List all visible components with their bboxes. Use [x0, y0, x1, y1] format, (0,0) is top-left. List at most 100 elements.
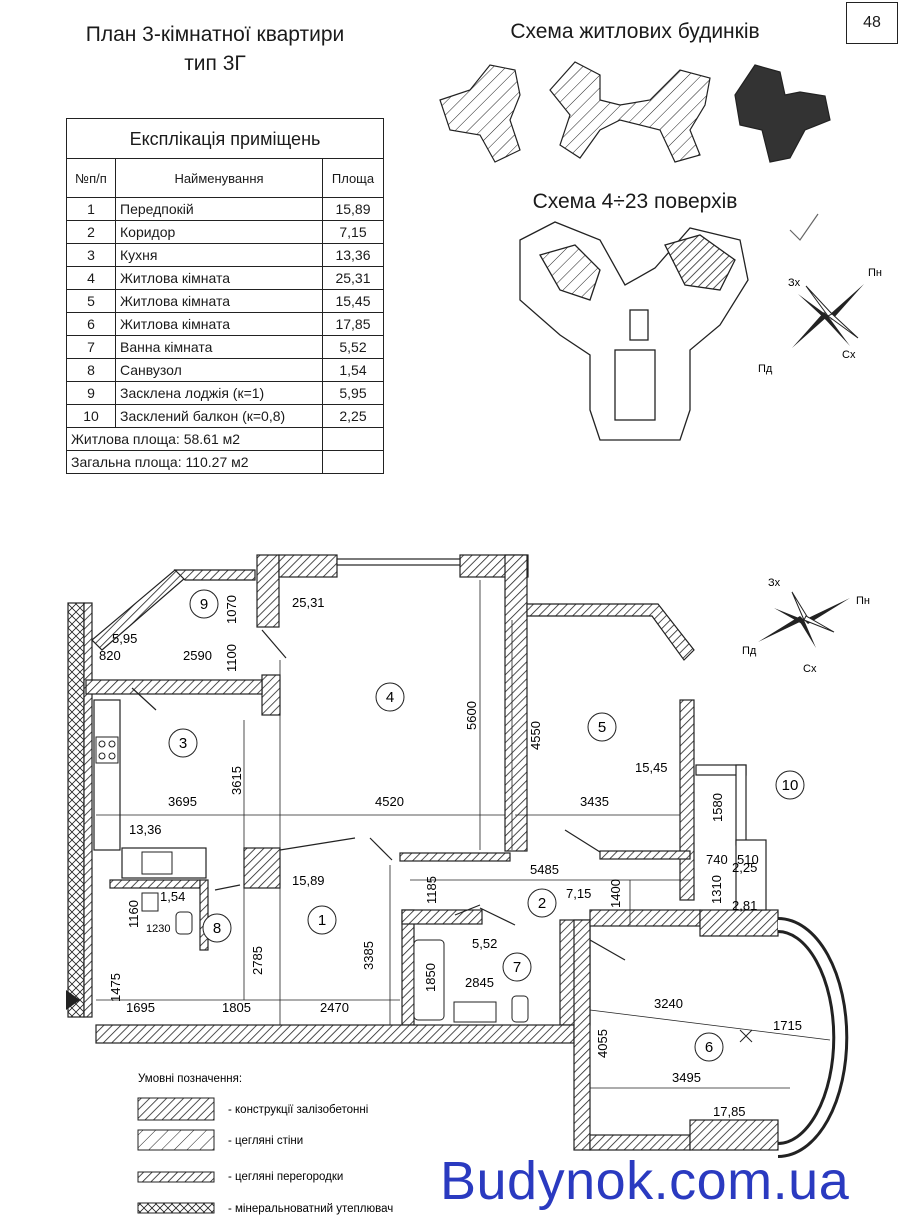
- header-name: Найменування: [115, 158, 323, 198]
- row-area: 7,15: [322, 220, 384, 244]
- compass-rose-plan: [758, 591, 850, 648]
- row-area: 15,89: [322, 197, 384, 221]
- dim-1185: 1185: [424, 876, 439, 904]
- legend-swatch-partition: [137, 1171, 215, 1183]
- dim-2845: 2845: [465, 975, 494, 990]
- room-number-9: 9: [200, 596, 208, 613]
- dim-2470: 2470: [320, 1000, 349, 1015]
- dim-3435: 3435: [580, 794, 609, 809]
- legend-item-insulation: - мінеральноватний утеплювач: [228, 1203, 393, 1215]
- room-number-7: 7: [513, 959, 521, 976]
- row-area: 17,85: [322, 312, 384, 336]
- room-number-6: 6: [705, 1039, 713, 1056]
- row-number: 7: [66, 335, 116, 359]
- page-number: 48: [846, 2, 898, 44]
- legend-item-concrete: - конструкції залізобетонні: [228, 1104, 368, 1116]
- area-label-9: 5,95: [112, 631, 137, 646]
- dim-5485: 5485: [530, 862, 559, 877]
- dim-1230: 1230: [146, 923, 170, 935]
- dim-740: 740: [706, 852, 728, 867]
- room-number-8: 8: [213, 920, 221, 937]
- center-mark-icon: [739, 1029, 753, 1043]
- checkmark-icon: [789, 213, 819, 241]
- explication-caption: Експлікація приміщень: [66, 118, 384, 158]
- room-number-4: 4: [386, 689, 394, 706]
- room-marker-circle-3: [168, 728, 198, 758]
- total-area: Загальна площа: 110.27 м2: [66, 450, 323, 474]
- row-area: 2,25: [322, 404, 384, 428]
- row-name: Засклений балкон (к=0,8): [115, 404, 323, 428]
- room-number-2: 2: [538, 895, 546, 912]
- room-marker-circle-5: [587, 712, 617, 742]
- dim-1400: 1400: [608, 879, 623, 908]
- dim-1100: 1100: [224, 644, 239, 672]
- room-marker-circle-4: [375, 682, 405, 712]
- room-number-1: 1: [318, 912, 326, 929]
- floors-schema-title: Схема 4÷23 поверхів: [532, 190, 738, 213]
- dim-1695: 1695: [126, 1000, 155, 1015]
- dim-2785: 2785: [250, 946, 265, 975]
- dim-1160: 1160: [126, 900, 141, 928]
- dimension-labels: 820 2590 1070 1100 3695 3615 4520 5600 4…: [99, 595, 802, 1085]
- area-label-5: 15,45: [635, 760, 668, 775]
- area-label-8: 1,54: [160, 889, 185, 904]
- explication-header-row: №п/п Найменування Площа: [66, 158, 384, 198]
- compass-top-w: Зх: [788, 277, 801, 289]
- row-name: Ванна кімната: [115, 335, 323, 359]
- floor-schema: [519, 221, 749, 441]
- building-schema-1: [439, 64, 521, 163]
- legend-item-brick: - цегляні стіни: [228, 1135, 303, 1147]
- row-name: Коридор: [115, 220, 323, 244]
- dim-5600: 5600: [464, 701, 479, 730]
- dim-1850: 1850: [423, 963, 438, 992]
- plan-title-line2: тип 3Г: [184, 52, 246, 75]
- row-name: Житлова кімната: [115, 266, 323, 290]
- room-marker-circle-8: [202, 913, 232, 943]
- area-label-2: 7,15: [566, 886, 591, 901]
- header-number: №п/п: [66, 158, 116, 198]
- compass-plan-s: Пд: [742, 645, 757, 657]
- area-label-4: 25,31: [292, 595, 325, 610]
- legend-swatch-concrete: [137, 1097, 215, 1121]
- row-name: Передпокій: [115, 197, 323, 221]
- dim-510: 510: [737, 852, 759, 867]
- stove-icon: [95, 736, 119, 764]
- room-number-10: 10: [782, 777, 799, 794]
- legend-swatch-insulation: [137, 1202, 215, 1214]
- compass-plan-w: Зх: [768, 577, 781, 589]
- building-schemas: [439, 61, 831, 163]
- dim-1070: 1070: [224, 595, 239, 624]
- row-name: Житлова кімната: [115, 289, 323, 313]
- area-label-1: 15,89: [292, 873, 325, 888]
- compass-plan-n: Пн: [856, 595, 870, 607]
- plan-walls: [67, 554, 849, 1158]
- legend: Умовні позначення: - конструкції залізоб…: [137, 1073, 393, 1215]
- dim-820: 820: [99, 648, 121, 663]
- building-schema-2: [549, 61, 711, 163]
- dim-1805: 1805: [222, 1000, 251, 1015]
- compass-top-e: Сх: [842, 349, 856, 361]
- wc-toilet-icon: [175, 911, 193, 935]
- compass-top-s: Пд: [758, 363, 773, 375]
- dim-3385: 3385: [361, 941, 376, 970]
- buildings-schema-title: Схема житлових будинків: [510, 20, 760, 43]
- row-number: 4: [66, 266, 116, 290]
- stove-burner-icon: [98, 752, 106, 760]
- dim-3240: 3240: [654, 996, 683, 1011]
- plan-fixtures: [95, 736, 529, 1023]
- compass-top-n: Пн: [868, 267, 882, 279]
- bathtub-icon: [413, 939, 445, 1021]
- plan-guide-lines: [96, 580, 831, 1089]
- total-area-row: Загальна площа: 110.27 м2: [66, 450, 384, 474]
- room-marker-circle-2: [527, 888, 557, 918]
- dim-3615: 3615: [229, 766, 244, 795]
